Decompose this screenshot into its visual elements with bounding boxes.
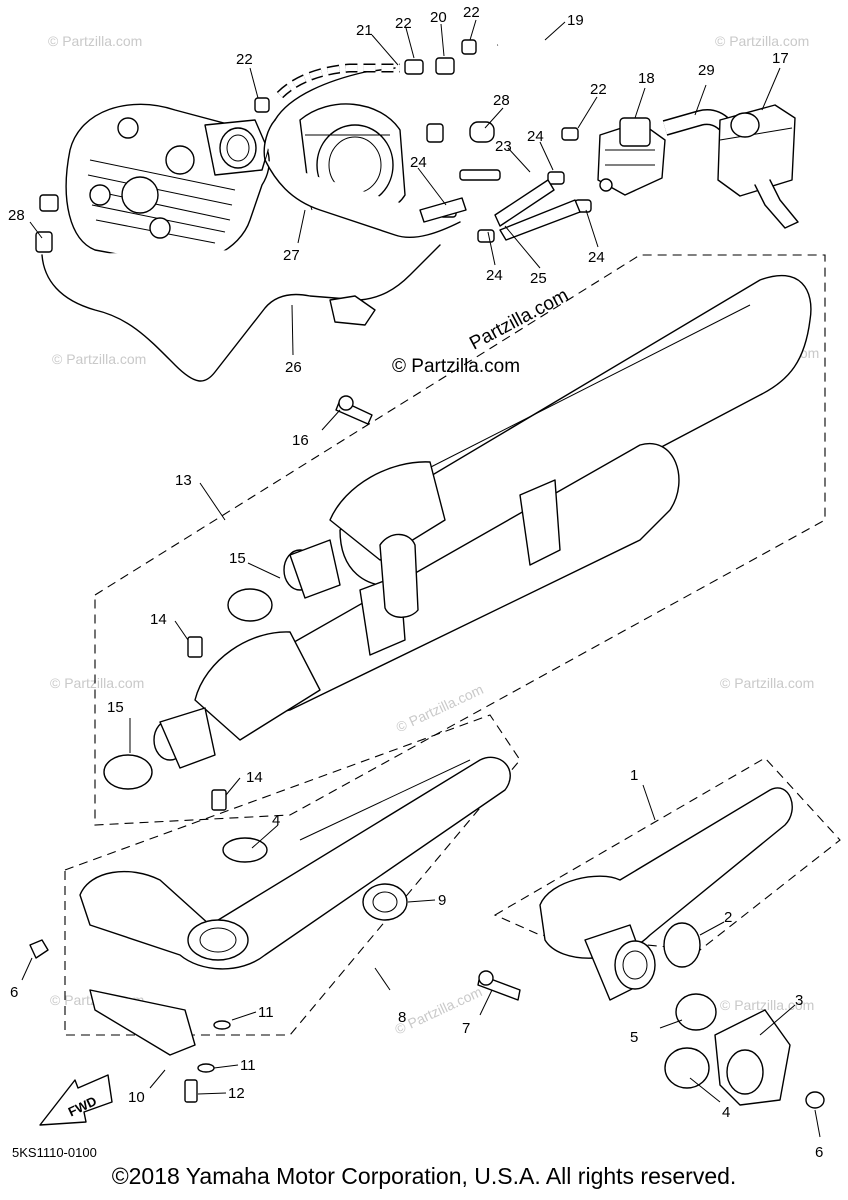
callout-24: 24: [486, 267, 503, 284]
callout-27: 27: [283, 247, 300, 264]
callout-8: 8: [398, 1009, 406, 1026]
callout-numbers: 1 2 3 4 4 5 6 6 7 8 9 10 11 11 12 13 14 …: [8, 4, 823, 1161]
callout-19: 19: [567, 12, 584, 29]
hose-29: [662, 109, 731, 136]
callout-6: 6: [10, 984, 18, 1001]
engine-cylinders: [65, 103, 270, 265]
callout-12: 12: [228, 1085, 245, 1102]
callout-3: 3: [795, 992, 803, 1009]
leader-lines: [21, 19, 821, 1138]
callout-1: 1: [630, 767, 638, 784]
callout-21: 21: [356, 22, 373, 39]
callout-16: 16: [292, 432, 309, 449]
watermark: © Partzilla.com: [720, 675, 814, 691]
watermark: © Partzilla.com: [52, 351, 146, 367]
callout-20: 20: [430, 9, 447, 26]
diagram-code: 5KS1110-0100: [12, 1145, 97, 1160]
partzilla-label: © Partzilla.com: [392, 356, 520, 377]
callout-6: 6: [815, 1144, 823, 1161]
callout-4: 4: [722, 1104, 730, 1121]
callout-29: 29: [698, 62, 715, 79]
callout-14: 14: [150, 611, 167, 628]
watermark: © Partzilla.com: [50, 675, 144, 691]
callout-22: 22: [395, 15, 412, 32]
watermark: © Partzilla.com: [394, 681, 486, 735]
exhaust-pipe-1: [477, 757, 841, 1109]
callout-28: 28: [493, 92, 510, 109]
hose-19: [497, 34, 568, 131]
partzilla-label: Partzilla.com: [466, 285, 572, 355]
callout-22: 22: [236, 51, 253, 68]
callout-9: 9: [438, 892, 446, 909]
muffler-group-13: [94, 254, 826, 826]
callout-15: 15: [107, 699, 124, 716]
callout-24: 24: [527, 128, 544, 145]
callout-11: 11: [258, 1004, 274, 1021]
callout-25: 25: [530, 270, 547, 287]
callout-22: 22: [590, 81, 607, 98]
pipe-26: [41, 244, 441, 382]
callout-18: 18: [638, 70, 655, 87]
watermark: © Partzilla.com: [48, 33, 142, 49]
callout-13: 13: [175, 472, 192, 489]
callout-14: 14: [246, 769, 263, 786]
callout-11: 11: [240, 1057, 256, 1074]
pipe-27: [263, 67, 461, 239]
reed-valve-18: [597, 117, 666, 196]
callout-24: 24: [410, 154, 427, 171]
watermark: © Partzilla.com: [715, 33, 809, 49]
small-fittings: [35, 39, 592, 253]
callout-17: 17: [772, 50, 789, 67]
callout-23: 23: [495, 138, 512, 155]
callout-7: 7: [462, 1020, 470, 1037]
callout-5: 5: [630, 1029, 638, 1046]
callout-2: 2: [724, 909, 732, 926]
fwd-arrow-icon: FWD: [39, 1074, 113, 1126]
hose-21: [276, 63, 400, 99]
callout-26: 26: [285, 359, 302, 376]
air-filter-box-17: [717, 104, 799, 229]
callout-28: 28: [8, 207, 25, 224]
callout-10: 10: [128, 1089, 145, 1106]
copyright-notice: ©2018 Yamaha Motor Corporation, U.S.A. A…: [111, 1163, 737, 1189]
callout-15: 15: [229, 550, 246, 567]
exhaust-pipe-8: [29, 714, 521, 1103]
callout-4: 4: [272, 812, 280, 829]
callout-22: 22: [463, 4, 480, 21]
callout-24: 24: [588, 249, 605, 266]
